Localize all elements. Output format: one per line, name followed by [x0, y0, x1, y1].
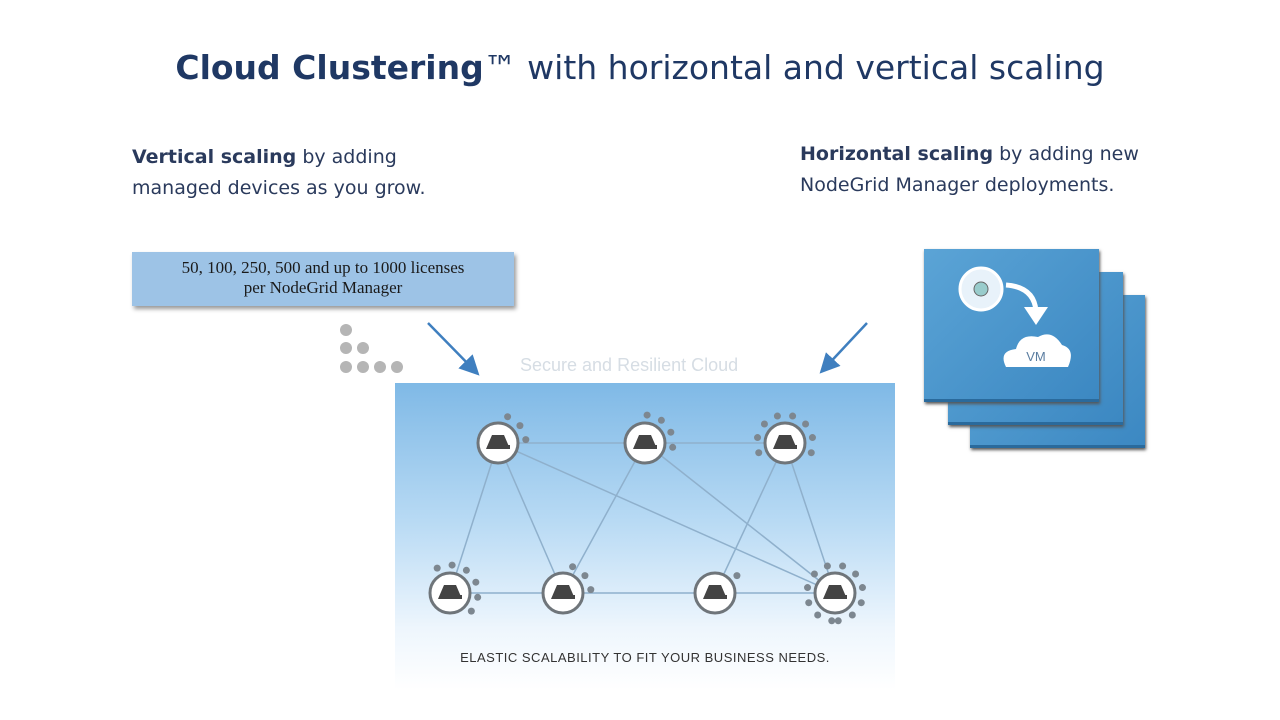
license-line2: per NodeGrid Manager — [243, 278, 403, 297]
nodegrid-node-icon — [804, 562, 866, 625]
nodegrid-node-icon — [476, 413, 530, 465]
slide-title: Cloud Clustering™ with horizontal and ve… — [0, 48, 1280, 87]
network-link — [449, 442, 499, 594]
arrow-right — [819, 322, 868, 374]
vertical-rest: by adding — [296, 146, 397, 168]
nodegrid-node-icon — [541, 563, 595, 615]
vm-label: VM — [1026, 349, 1046, 364]
horizontal-rest: by adding new — [993, 143, 1139, 165]
horizontal-bold: Horizontal scaling — [800, 143, 994, 165]
vertical-scaling-text: Vertical scaling by adding managed devic… — [132, 142, 425, 204]
arrow-left — [427, 322, 480, 376]
vertical-line2: managed devices as you grow. — [132, 177, 426, 199]
network-link — [784, 442, 836, 594]
network-link — [497, 442, 836, 594]
nodegrid-node-icon — [428, 561, 482, 615]
cloud-label: Secure and Resilient Cloud — [520, 355, 739, 375]
horizontal-scaling-text: Horizontal scaling by adding new NodeGri… — [800, 139, 1139, 201]
license-box: 50, 100, 250, 500 and up to 1000 license… — [132, 252, 514, 306]
vm-deploy-illustration: VM — [958, 266, 1071, 367]
nodegrid-node-icon — [623, 411, 677, 465]
network-link — [562, 442, 646, 594]
network-link — [644, 442, 836, 594]
nodegrid-node-icon — [754, 412, 816, 465]
network-link — [714, 442, 786, 594]
license-line1: 50, 100, 250, 500 and up to 1000 license… — [181, 258, 465, 277]
nodegrid-node-icon — [693, 571, 741, 615]
vertical-bold: Vertical scaling — [132, 146, 297, 168]
title-bold: Cloud Clustering — [175, 48, 484, 87]
device-dots-icon — [340, 324, 403, 373]
horizontal-line2: NodeGrid Manager deployments. — [800, 174, 1115, 196]
deployment-card-1: VM — [924, 249, 1099, 402]
cloud-banner: ELASTIC SCALABILITY TO FIT YOUR BUSINESS… — [460, 650, 830, 665]
network-link — [497, 442, 564, 594]
cloud-icon — [1003, 334, 1071, 367]
title-rest: ™ with horizontal and vertical scaling — [483, 48, 1105, 87]
